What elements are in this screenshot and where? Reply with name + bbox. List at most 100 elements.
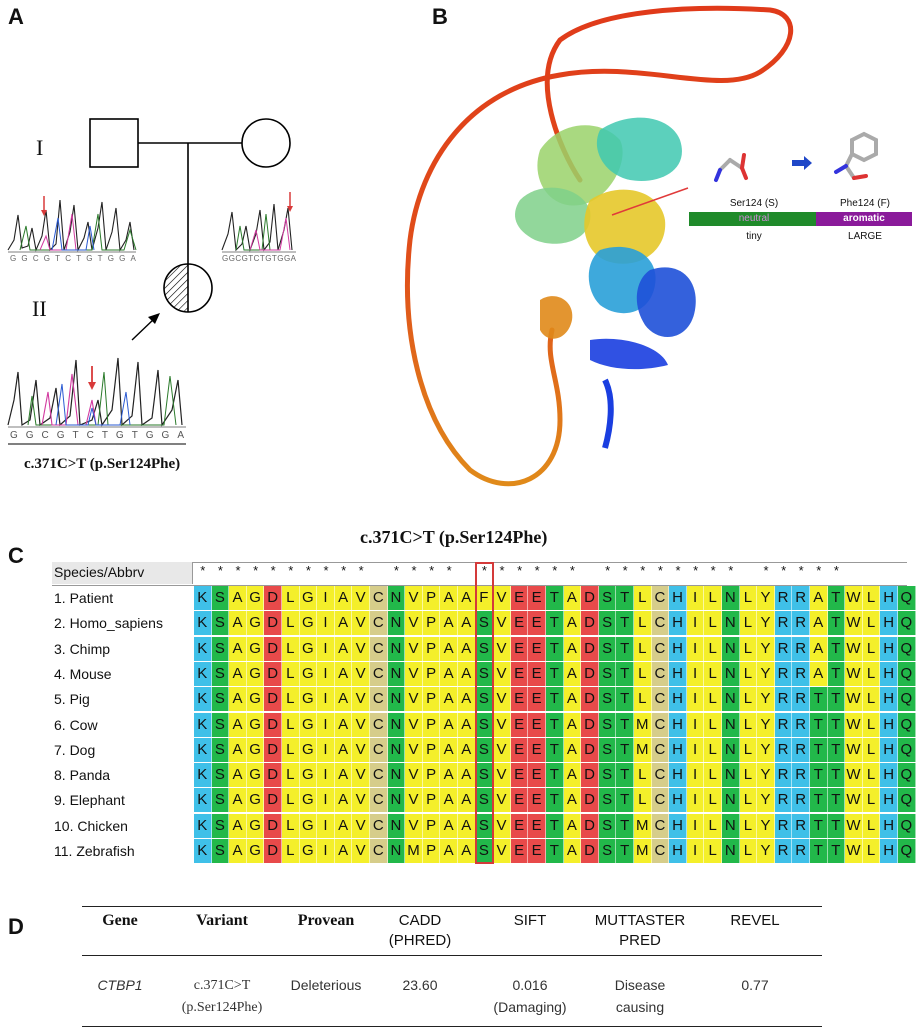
residue-cell: T [616, 661, 634, 686]
residue-cell: L [862, 636, 881, 661]
mother-circle [241, 118, 291, 168]
residue-cell: C [370, 636, 388, 661]
base-letter: T [97, 254, 103, 263]
residue-cell: T [827, 737, 846, 762]
residue-cell: T [546, 586, 564, 610]
residue-cell: C [651, 636, 670, 661]
proband-hatch [164, 264, 188, 312]
residue-cell: C [651, 661, 670, 686]
table-cell: 0.77 [741, 977, 769, 993]
residue-cell: A [334, 661, 353, 686]
residue-cell: W [845, 737, 863, 762]
residue-cell: T [810, 763, 828, 788]
conservation-mark: * [728, 563, 734, 578]
residue-cell: A [334, 763, 353, 788]
residue-cell: N [387, 586, 406, 610]
residue-cell: G [299, 712, 318, 737]
base-letter: G [228, 254, 235, 263]
chromatogram-proband [7, 357, 186, 445]
residue-cell: C [370, 813, 388, 838]
conservation-mark: * [429, 563, 435, 578]
conservation-mark: * [710, 563, 716, 578]
residue-cell: V [493, 813, 511, 838]
table-cell: 0.016 [512, 977, 548, 993]
base-letter: C [86, 430, 94, 441]
residue-cell: Q [898, 712, 916, 737]
residue-cell: C [651, 737, 670, 762]
residue-cell: H [880, 712, 898, 737]
base-letter: T [72, 430, 79, 441]
residue-cell: V [405, 712, 423, 737]
residue-cell: T [546, 611, 564, 636]
residue-cell: Y [757, 763, 775, 788]
residue-cell: G [299, 839, 318, 863]
residue-cell: C [370, 661, 388, 686]
residue-cell: A [563, 586, 582, 610]
base-letter: G [241, 254, 248, 263]
base-letter: G [115, 430, 124, 441]
residue-cell: L [634, 687, 652, 712]
residue-cell: A [458, 737, 476, 762]
residue-cell: L [282, 687, 300, 712]
table-cell-line2: (p.Ser124Phe) [181, 1000, 263, 1015]
base-letter: G [25, 430, 34, 441]
residue-cell: T [546, 661, 564, 686]
chromatogram-father [7, 196, 137, 253]
residue-cell: A [563, 763, 582, 788]
residue-cell: P [422, 763, 441, 788]
residue-cell: I [317, 763, 335, 788]
residue-cell: S [211, 636, 230, 661]
residue-cell: L [704, 737, 722, 762]
residue-cell: R [792, 813, 810, 838]
residue-cell: M [634, 712, 652, 737]
conservation-mark: * [798, 563, 804, 578]
residue-cell: P [422, 737, 441, 762]
residue-cell: N [722, 611, 740, 636]
residue-cell: T [827, 636, 846, 661]
residue-cell: A [563, 687, 582, 712]
residue-cell: T [546, 813, 564, 838]
residue-cell: C [651, 763, 670, 788]
residue-cell: E [528, 661, 546, 686]
residue-cell: L [704, 839, 722, 863]
residue-cell: N [387, 712, 406, 737]
residue-cell: V [405, 763, 423, 788]
residue-cell: G [299, 763, 318, 788]
residue-cell: R [792, 839, 810, 863]
conservation-mark: * [605, 563, 611, 578]
panel-d-label: D [8, 914, 24, 939]
residue-cell: T [546, 839, 564, 863]
residue-cell: S [211, 712, 230, 737]
residue-cell: G [246, 636, 265, 661]
residue-cell: V [493, 788, 511, 813]
generation-II-label: II [32, 296, 47, 321]
base-letter: A [130, 254, 136, 263]
residue-cell: G [246, 712, 265, 737]
residue-cell: L [862, 788, 881, 813]
residue-cell: S [598, 586, 617, 610]
residue-cell: T [827, 788, 846, 813]
residue-cell: L [282, 712, 300, 737]
residue-cell: A [458, 611, 476, 636]
residue-cell: H [880, 763, 898, 788]
residue-cell: V [493, 763, 511, 788]
conservation-mark: * [517, 563, 523, 578]
protein-structure [405, 5, 878, 487]
residue-cell: V [352, 586, 370, 610]
conservation-mark [458, 564, 476, 578]
conservation-mark: * [288, 563, 294, 578]
residue-cell: N [722, 737, 740, 762]
residue-cell: L [739, 611, 758, 636]
residue-cell: R [774, 636, 793, 661]
residue-cell: V [493, 839, 511, 863]
residue-cell: L [282, 586, 300, 610]
residue-cell: L [282, 763, 300, 788]
residue-cell: E [528, 611, 546, 636]
conservation-mark: * [305, 563, 311, 578]
residue-cell: Y [757, 687, 775, 712]
residue-cell: G [246, 763, 265, 788]
species-label: 6. Cow [54, 716, 98, 733]
residue-cell: E [528, 687, 546, 712]
